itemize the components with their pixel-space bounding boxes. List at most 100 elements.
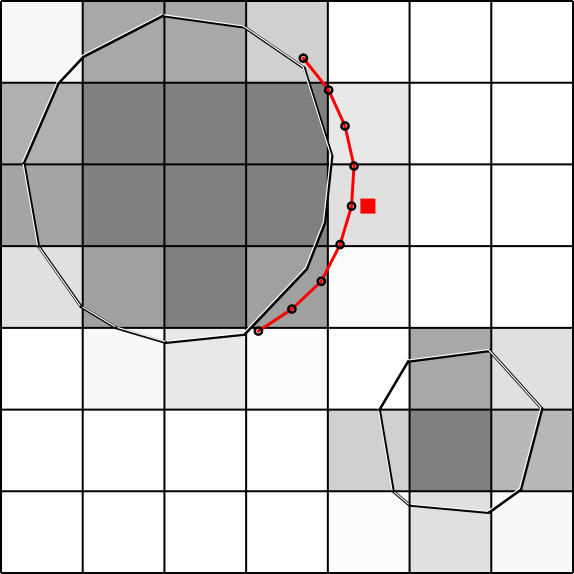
grid-cell <box>246 164 329 247</box>
polygon-edge-highlight <box>114 326 166 342</box>
polygon-edge <box>408 503 491 515</box>
polygon-edge-highlight <box>81 13 163 56</box>
sample-point <box>335 239 345 250</box>
sample-point <box>323 85 334 95</box>
polygon-edge-highlight <box>160 13 244 27</box>
polygon-edge <box>56 55 86 86</box>
grid-cell <box>409 246 492 329</box>
polygon-edge-highlight <box>391 489 409 505</box>
polygon-edge <box>323 154 334 225</box>
grid-cell <box>409 409 492 492</box>
small-polygon <box>377 348 544 515</box>
polygon-edge-highlight <box>79 304 116 328</box>
polygon-edge <box>161 14 247 29</box>
grid-cell <box>82 491 165 574</box>
grid-cell <box>491 246 574 329</box>
grid-cell <box>409 82 492 165</box>
large-polygon <box>22 13 334 345</box>
grid-cell <box>409 327 492 411</box>
polygon-edge-highlight <box>302 66 332 156</box>
grid-cell <box>164 164 247 247</box>
grid-cell <box>1 164 84 247</box>
polygon-edge-highlight <box>487 487 521 512</box>
grid-cell <box>164 1 247 84</box>
polygon-edge <box>243 267 309 336</box>
grid-cell <box>82 82 165 165</box>
grid-cell <box>246 1 329 84</box>
polygon-edge-highlight <box>242 267 307 334</box>
polygon-edge <box>377 359 410 412</box>
polygon-edge <box>305 221 327 271</box>
grid-cell <box>246 82 329 165</box>
polygon-edge-highlight <box>22 160 38 246</box>
grid-cell <box>491 164 574 247</box>
sample-point <box>298 53 309 64</box>
polygon-edge-highlight <box>36 244 81 307</box>
polygon-edge <box>487 488 523 515</box>
sample-point <box>287 304 297 314</box>
polygon-edge-highlight <box>406 348 490 361</box>
grid-cell <box>1 409 84 492</box>
grid-cell <box>164 82 247 165</box>
grid-cell <box>327 246 411 329</box>
polygon-edge-highlight <box>242 25 304 68</box>
sample-point <box>253 326 264 336</box>
polygon-edge-highlight <box>518 406 542 490</box>
grid-cell <box>164 409 247 492</box>
polygon-edge <box>519 407 544 492</box>
polygon-edge-highlight <box>322 154 332 223</box>
red-square-marker <box>360 198 376 214</box>
sample-point <box>340 121 350 131</box>
grid-cell <box>82 327 165 411</box>
markers <box>360 198 376 214</box>
grid-cell <box>82 1 165 84</box>
grid-cell <box>409 164 492 247</box>
polygon-outlines <box>22 13 544 515</box>
grid-cell <box>409 491 492 574</box>
fitted-curve <box>256 56 356 333</box>
grid-cell <box>491 1 574 84</box>
polygon-edge-highlight <box>164 332 244 342</box>
grid-cell <box>327 82 411 165</box>
grid-cell <box>82 409 165 492</box>
polygon-edge <box>22 161 41 248</box>
grid-cell <box>246 409 329 492</box>
polygon-edge-highlight <box>377 359 408 409</box>
polygon-edge-highlight <box>22 81 58 163</box>
grid-cell <box>409 1 492 84</box>
grid-cell <box>164 491 247 574</box>
sample-point <box>346 201 357 211</box>
grid-cell <box>327 409 411 492</box>
grid-cell <box>246 491 329 574</box>
polygon-edge-highlight <box>377 407 393 491</box>
polygon-edge-highlight <box>407 503 489 512</box>
grid-cell <box>1 246 84 329</box>
grid-cell <box>1 327 84 411</box>
sample-points <box>253 53 359 336</box>
grid-cell <box>327 1 411 84</box>
polygon-edge <box>377 408 395 493</box>
polygon-edge <box>164 332 247 345</box>
grid-cell <box>327 327 411 411</box>
sample-point <box>316 276 327 287</box>
grid-cell <box>164 246 247 329</box>
grid-cell <box>491 491 574 574</box>
polygon-edge <box>114 326 168 345</box>
grid-cell <box>246 327 329 411</box>
polygon-edge-highlight <box>487 348 542 409</box>
polygon-edge-highlight <box>56 54 83 83</box>
grid-cell <box>327 491 411 574</box>
polygon-edge <box>406 349 492 363</box>
polygon-edge <box>82 14 165 59</box>
fit-curve-line <box>256 56 356 333</box>
polygon-edge <box>22 82 60 165</box>
sample-point <box>349 161 359 171</box>
grid-cell <box>491 82 574 165</box>
grid-cell <box>1 491 84 574</box>
polygon-edge <box>302 66 334 158</box>
grid-cell <box>82 164 165 247</box>
polygon-edge-highlight <box>304 221 324 269</box>
